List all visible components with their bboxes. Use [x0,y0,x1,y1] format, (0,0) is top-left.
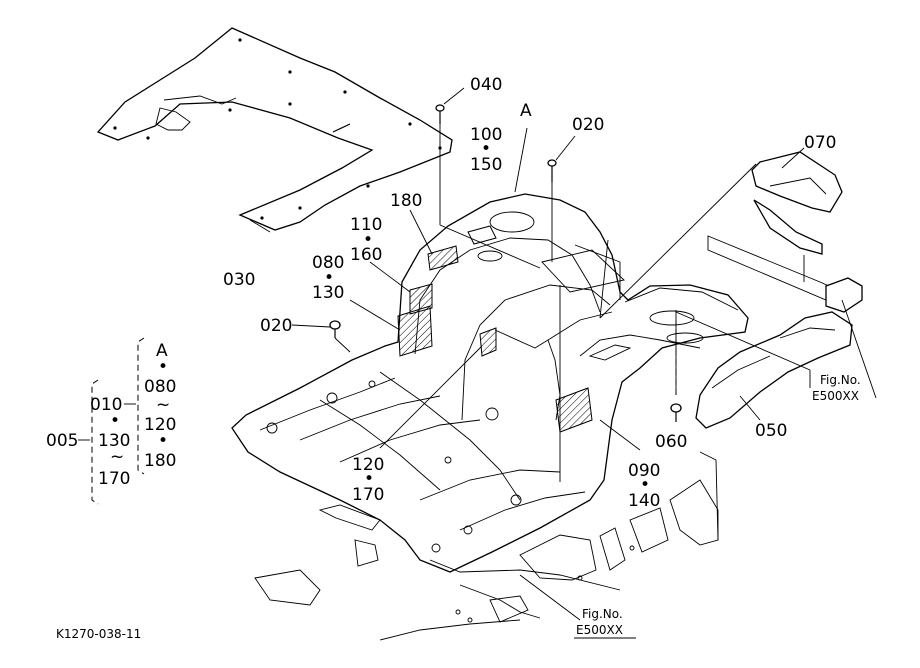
callout-160: 160 [350,245,382,265]
decal-090 [555,387,593,433]
callout-dot-080: • [324,268,334,288]
callout-labels: 040 A 100 • 150 020 070 180 110 • 160 08… [223,75,836,511]
decal-110 [409,283,433,315]
decal-080 [397,305,433,357]
callout-dot-120: • [364,469,374,489]
callout-070: 070 [804,133,836,153]
callout-170: 170 [352,485,384,505]
callout-080: 080 [312,253,344,273]
assembly-group1-c: 170 [98,469,130,489]
callout-020-left: 020 [260,316,292,336]
fig-ref-right: Fig.No. E500XX [812,373,861,403]
callout-140: 140 [628,491,660,511]
assembly-tilde: ~ [110,447,124,467]
assembly-sub-a: A [156,341,168,361]
assembly-sub-080: 080 [144,377,176,397]
assembly-sub-tilde: ~ [156,395,170,415]
callout-120: 120 [352,455,384,475]
callout-dot-090: • [640,475,650,495]
assembly-group1-sep: • [110,411,120,431]
bolt-020-left [329,320,341,338]
callout-050: 050 [755,421,787,441]
fig-ref-bottom-line1: Fig.No. [582,607,623,621]
fig-ref-right-line2: E500XX [812,389,859,403]
assembly-tree: 005 010 • 130 ~ 170 A • 080 ~ 120 • 180 [46,337,176,505]
bolt-060 [670,403,682,422]
lower-frame [254,451,719,641]
callout-100: 100 [470,125,502,145]
callout-110: 110 [350,215,382,235]
callout-a-top: A [520,101,532,121]
callout-dot-100: • [481,139,491,159]
leader-lines [249,87,877,621]
floor-mat-030 [96,27,453,231]
drawing-id: K1270-038-11 [56,627,141,641]
assembly-sub-dot: • [158,357,168,377]
fig-ref-bottom: Fig.No. E500XX [574,607,636,639]
callout-020-top: 020 [572,115,604,135]
bracket-070 [707,151,863,313]
callout-030: 030 [223,270,255,290]
callout-040: 040 [470,75,502,95]
assembly-sub-dot2: • [158,431,168,451]
fig-ref-bottom-line2: E500XX [576,623,623,637]
assembly-root: 005 [46,431,78,451]
decal-180 [427,245,459,271]
callout-150: 150 [470,155,502,175]
decal-120 [479,327,497,357]
callout-180: 180 [390,191,422,211]
side-cover-050 [695,311,853,429]
assembly-sub-180: 180 [144,451,176,471]
callout-060: 060 [655,432,687,452]
assembly-group1-b: 130 [98,431,130,451]
callout-130: 130 [312,283,344,303]
assembly-sub-120: 120 [144,415,176,435]
bolt-020-top [547,159,557,182]
assembly-group1: 010 [90,395,122,415]
floor-frame-body [231,193,749,573]
decal-100 [467,225,497,245]
callout-dot-110: • [363,230,373,250]
callout-090: 090 [628,461,660,481]
fig-ref-right-line1: Fig.No. [820,373,861,387]
bolt-040 [435,104,445,124]
